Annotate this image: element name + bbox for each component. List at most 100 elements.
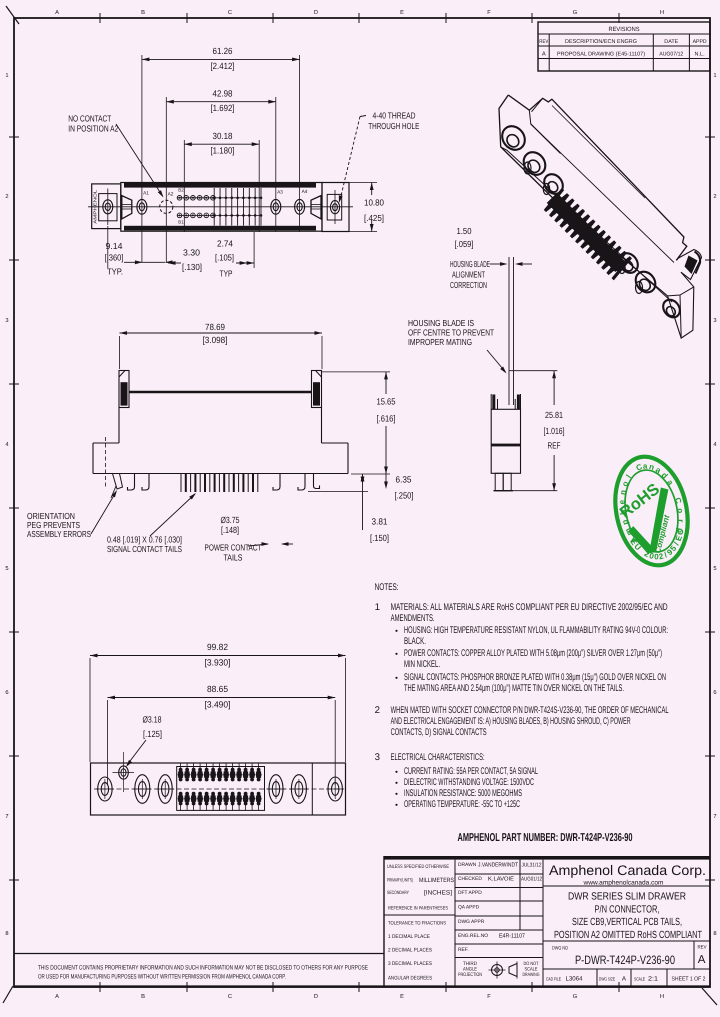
svg-text:1: 1 — [713, 73, 716, 79]
svg-text:3: 3 — [375, 752, 380, 763]
svg-text:Ø3.18: Ø3.18 — [143, 715, 162, 725]
svg-text:A4: A4 — [302, 189, 308, 195]
svg-text:B2: B2 — [178, 188, 184, 193]
svg-text:2 DECIMAL PLACES: 2 DECIMAL PLACES — [388, 948, 432, 954]
svg-text:REFERENCE IN PARENTHESES: REFERENCE IN PARENTHESES — [388, 906, 449, 912]
svg-text:C: C — [635, 462, 644, 473]
svg-text:DRAWN: DRAWN — [458, 862, 477, 868]
svg-text:WHEN MATED WITH SOCKET CONNECT: WHEN MATED WITH SOCKET CONNECTOR P/N DWR… — [391, 705, 669, 716]
svg-text:[.130]: [.130] — [182, 262, 202, 272]
svg-text:3.30: 3.30 — [183, 248, 200, 258]
svg-text:[.425]: [.425] — [364, 213, 384, 223]
svg-text:JUL31/12: JUL31/12 — [522, 863, 542, 869]
svg-text:6.35: 6.35 — [396, 475, 412, 485]
svg-text:61.26: 61.26 — [213, 46, 233, 56]
svg-text:3 DECIMAL PLACES: 3 DECIMAL PLACES — [388, 961, 432, 967]
svg-text:2.74: 2.74 — [217, 239, 233, 249]
svg-text:[.148]: [.148] — [221, 525, 239, 535]
svg-text:PROJECTION: PROJECTION — [458, 972, 482, 978]
svg-text:HOUSING BLADE: HOUSING BLADE — [450, 259, 490, 269]
svg-text:E: E — [628, 537, 639, 547]
svg-text:42.98: 42.98 — [213, 89, 233, 99]
svg-text:5: 5 — [668, 543, 678, 552]
svg-text:DO NOT: DO NOT — [524, 961, 539, 967]
svg-text:PEG PREVENTS: PEG PREVENTS — [27, 520, 80, 530]
svg-text:25.81: 25.81 — [545, 410, 563, 420]
svg-text:A: A — [55, 10, 59, 16]
svg-text:8: 8 — [5, 930, 8, 937]
svg-text:F: F — [487, 10, 491, 16]
svg-text:o: o — [620, 480, 630, 488]
svg-text:QA APPD: QA APPD — [458, 905, 480, 911]
svg-text:ANGULAR DEGREES: ANGULAR DEGREES — [388, 976, 432, 982]
svg-text:r: r — [676, 519, 685, 522]
svg-text:MIN NICKEL.: MIN NICKEL. — [404, 659, 440, 670]
svg-text:POWER CONTACTS: COPPER ALLOY P: POWER CONTACTS: COPPER ALLOY PLATED WITH… — [404, 648, 662, 659]
svg-text:1: 1 — [5, 73, 8, 79]
svg-text:/: / — [663, 550, 670, 559]
svg-text:E: E — [674, 534, 684, 543]
svg-text:A3: A3 — [277, 190, 283, 196]
svg-text:SIZE CB9,VERTICAL PCB TAILS,: SIZE CB9,VERTICAL PCB TAILS, — [572, 917, 682, 928]
svg-text:L3064: L3064 — [566, 976, 584, 983]
svg-text:POWER CONTACT: POWER CONTACT — [205, 543, 262, 553]
svg-text:DWG APPR: DWG APPR — [458, 919, 485, 925]
svg-text:[3.098]: [3.098] — [203, 335, 228, 345]
svg-text:P/N CONNECTOR,: P/N CONNECTOR, — [595, 905, 660, 916]
svg-text:N.L.: N.L. — [695, 52, 706, 58]
svg-text:REVISIONS: REVISIONS — [609, 26, 640, 33]
svg-text:[3.930]: [3.930] — [205, 658, 231, 668]
svg-text:[.616]: [.616] — [377, 414, 396, 424]
svg-text:6: 6 — [5, 689, 8, 696]
svg-text:2: 2 — [643, 549, 652, 559]
svg-text:[.250]: [.250] — [395, 491, 414, 501]
svg-text:E: E — [400, 994, 404, 1000]
svg-text:IN POSITION A2: IN POSITION A2 — [68, 123, 118, 133]
svg-text:J.VANDERWINDT: J.VANDERWINDT — [478, 863, 518, 869]
svg-text:/: / — [672, 540, 681, 547]
svg-text:UNLESS SPECIFIED OTHERWISE: UNLESS SPECIFIED OTHERWISE — [387, 864, 450, 870]
svg-text:CURRENT RATING: 55A PER CONTAC: CURRENT RATING: 55A PER CONTACT, 5A SIGN… — [404, 766, 538, 777]
svg-text:2: 2 — [5, 193, 8, 200]
svg-text:SCALE: SCALE — [525, 967, 538, 973]
svg-text:DATE: DATE — [664, 39, 678, 45]
svg-text:A1: A1 — [143, 191, 149, 197]
svg-text:C: C — [676, 528, 686, 536]
svg-text:2: 2 — [658, 552, 665, 562]
svg-text:DFT APPD: DFT APPD — [458, 890, 482, 896]
svg-text:K.LAVOIE: K.LAVOIE — [488, 876, 514, 883]
svg-text:THE MATING AREA AND 2.54μm (10: THE MATING AREA AND 2.54μm (100μ") MATTE… — [404, 683, 624, 694]
svg-text:7: 7 — [713, 814, 716, 820]
svg-text:Amphenol Canada Corp.: Amphenol Canada Corp. — [549, 862, 706, 878]
svg-text:NOTES:: NOTES: — [375, 582, 399, 593]
svg-text:A2: A2 — [168, 192, 174, 198]
svg-text:PROPOSAL DRAWING (E45-11107): PROPOSAL DRAWING (E45-11107) — [557, 52, 645, 58]
svg-text:A: A — [542, 52, 546, 58]
svg-text:p: p — [620, 519, 630, 526]
svg-text:REV: REV — [539, 39, 548, 45]
svg-text:99.82: 99.82 — [207, 642, 228, 652]
svg-text:d: d — [660, 471, 670, 481]
svg-text:D: D — [314, 994, 318, 1000]
svg-text:AMENDMENTS.: AMENDMENTS. — [391, 613, 435, 624]
svg-text:n: n — [618, 489, 628, 495]
svg-text:POSITION A2 OMITTED RoHS COMP: POSITION A2 OMITTED RoHS COMPLIANT — [554, 930, 702, 941]
svg-text:IMPROPER MATING: IMPROPER MATING — [408, 337, 472, 347]
svg-text:e: e — [618, 499, 627, 504]
svg-text:15.65: 15.65 — [377, 397, 396, 407]
svg-text:n: n — [648, 462, 655, 472]
svg-text:1: 1 — [375, 602, 380, 613]
svg-text:0: 0 — [648, 551, 655, 561]
svg-text:OPERATING TEMPERATURE: -55C TO: OPERATING TEMPERATURE: -55C TO +125C — [404, 799, 520, 810]
svg-text:B1: B1 — [178, 220, 184, 225]
svg-text:p: p — [675, 527, 685, 533]
svg-text:4: 4 — [5, 442, 9, 448]
svg-text:CORRECTION: CORRECTION — [450, 280, 487, 290]
svg-text:3.81: 3.81 — [372, 517, 388, 527]
svg-text:[2.412]: [2.412] — [211, 61, 235, 71]
svg-text:4-40 THREAD: 4-40 THREAD — [373, 111, 416, 121]
svg-text:1.50: 1.50 — [457, 226, 472, 236]
svg-text:CONTACTS, D) SIGNAL CONTACTS: CONTACTS, D) SIGNAL CONTACTS — [391, 727, 487, 738]
svg-text:TAILS: TAILS — [224, 553, 243, 563]
svg-text:THIRD: THIRD — [463, 961, 477, 967]
